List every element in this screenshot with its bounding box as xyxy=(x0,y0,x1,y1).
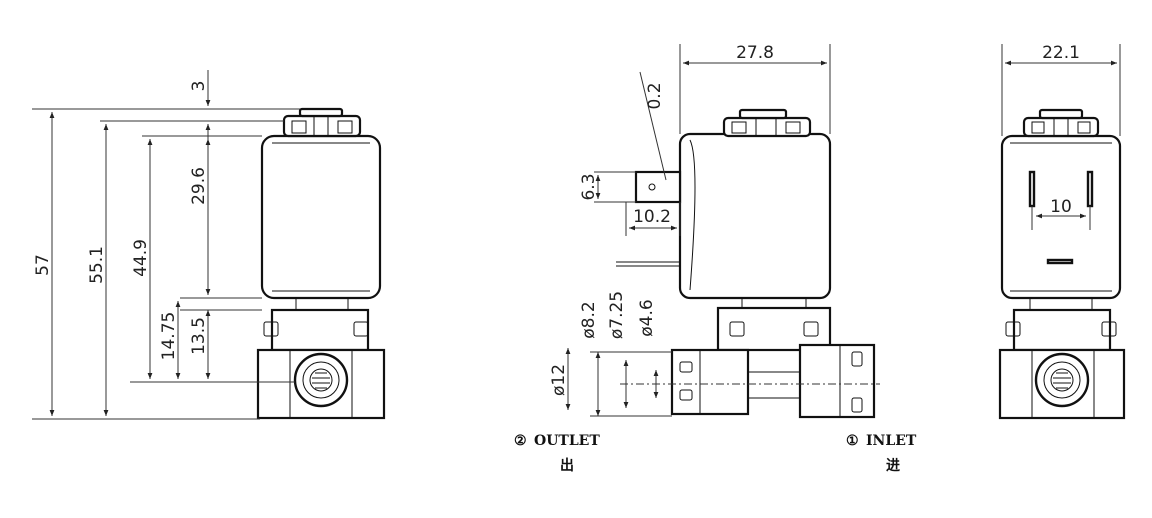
dim-6-3: 6.3 xyxy=(579,173,599,200)
port-fitting xyxy=(293,352,349,408)
dim-7-25: ø7.25 xyxy=(607,291,627,339)
right-end-view: 10 22.1 xyxy=(998,43,1126,420)
dim-4-6: ø4.6 xyxy=(637,299,657,336)
coil-body-front xyxy=(678,132,832,300)
dim-0-2: 0.2 xyxy=(645,82,665,109)
terminal-tab xyxy=(634,170,682,204)
dim-3: 3 xyxy=(189,81,209,92)
dim-55-1: 55.1 xyxy=(87,246,107,284)
coil-body-end xyxy=(1000,134,1122,300)
dim-44-9: 44.9 xyxy=(131,239,151,277)
valve-body xyxy=(256,348,386,420)
dim-10-2: 10.2 xyxy=(633,207,671,227)
outlet-fitting xyxy=(670,348,750,416)
inlet-chinese: 进 xyxy=(886,458,900,474)
dim-13-5: 13.5 xyxy=(189,317,209,355)
dim-29-6: 29.6 xyxy=(189,167,209,205)
outlet-number: ② xyxy=(514,433,527,449)
middle-front-view: 27.8 0.2 6.3 10.2 ø12 ø8.2 ø7.25 ø4.6 ② … xyxy=(514,43,917,474)
dim-27-8: 27.8 xyxy=(736,43,774,63)
dim-10: 10 xyxy=(1050,197,1072,217)
inlet-fitting xyxy=(798,343,876,419)
valve-bracket-front xyxy=(716,306,832,352)
coil-body xyxy=(260,134,382,300)
dim-14-75: 14.75 xyxy=(159,312,179,361)
dim-12: ø12 xyxy=(549,364,569,396)
outlet-chinese: 出 xyxy=(560,457,574,474)
inlet-label: INLET xyxy=(866,433,917,449)
left-side-view: 57 55.1 44.9 29.6 3 14.75 13.5 xyxy=(32,70,386,420)
dim-22-1: 22.1 xyxy=(1042,43,1080,63)
dim-57: 57 xyxy=(33,254,53,276)
ground-pin xyxy=(1046,258,1074,265)
outlet-label: OUTLET xyxy=(534,433,600,449)
dim-8-2: ø8.2 xyxy=(579,301,599,338)
inlet-number: ① xyxy=(846,433,859,449)
